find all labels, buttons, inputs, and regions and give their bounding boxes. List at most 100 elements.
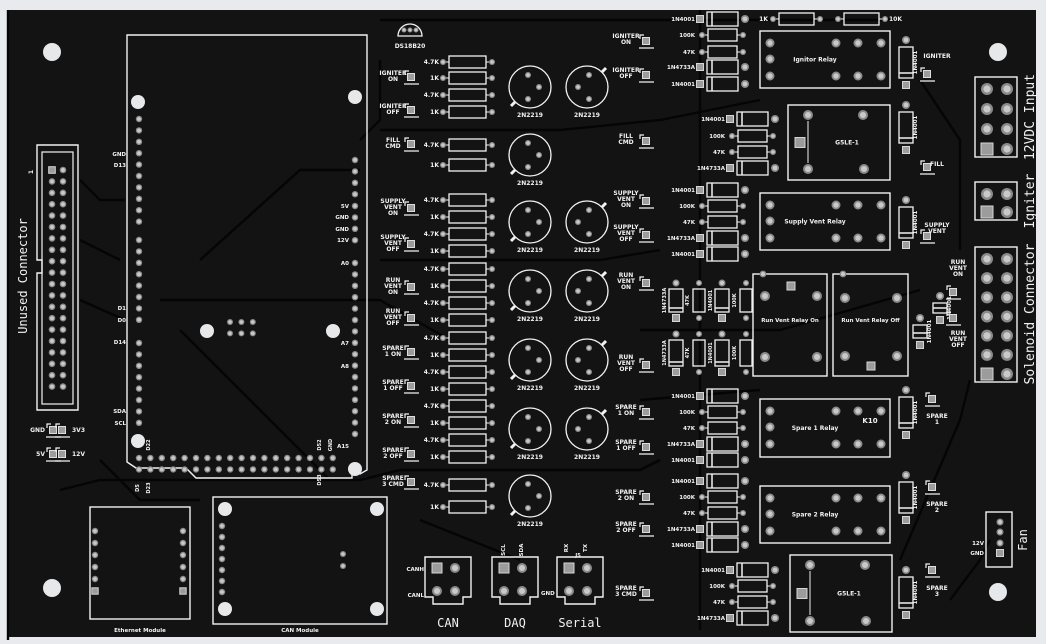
diode (696, 473, 749, 489)
square-pad (902, 241, 910, 249)
transistor-label: 2N2219 (517, 180, 543, 187)
square-pad (726, 614, 734, 622)
pad (814, 293, 820, 299)
pad (741, 495, 745, 499)
output-signal-label: SPARE (926, 413, 948, 420)
pad (537, 427, 541, 431)
base-resistor: 4.7K (424, 227, 495, 241)
pad (490, 483, 494, 487)
resistor-vertical (739, 280, 753, 321)
pad (526, 415, 530, 419)
trace (179, 329, 331, 481)
pad (50, 282, 54, 286)
diode-body (668, 288, 684, 313)
pad (251, 456, 255, 460)
square-pad (726, 115, 734, 123)
signal-label: ON (621, 39, 631, 46)
test-point-silk (55, 447, 70, 462)
pad (526, 482, 530, 486)
pad (526, 439, 530, 443)
flyback-diode: 1N4001 (898, 566, 919, 619)
test-point-silk (639, 405, 654, 420)
mounting-hole (989, 43, 1007, 61)
diode-body (714, 339, 730, 367)
pad (526, 73, 530, 77)
pad (182, 456, 187, 460)
pad (576, 289, 580, 293)
signal-label: 1 OFF (383, 385, 403, 392)
pad (490, 336, 494, 340)
pad (137, 295, 141, 299)
signal-label: VENT (617, 196, 636, 203)
pad (285, 456, 290, 460)
test-pad (407, 283, 415, 291)
test-point-silk (639, 68, 654, 83)
signal-label: ON (388, 210, 398, 217)
solenoid-connector (974, 246, 1018, 383)
pad (220, 568, 224, 572)
flyback-diode: 1N4001 (898, 196, 919, 249)
transistor-label: 2N2219 (574, 247, 600, 254)
pad (700, 410, 704, 414)
pad (860, 112, 866, 118)
flyback-diode: 1N4001 (898, 101, 919, 154)
pad (526, 232, 530, 236)
transistor-2n2219: 2N2219 (565, 65, 609, 119)
pad (742, 478, 748, 484)
pad (576, 85, 580, 89)
resistor-label: 1K (430, 214, 439, 221)
base-resistor: 1K (430, 105, 495, 119)
test-pad (642, 71, 650, 79)
pad (983, 85, 991, 93)
signal-label: IGNITER (612, 33, 640, 40)
pad (61, 236, 65, 241)
pad (587, 370, 591, 374)
pad (50, 259, 54, 264)
test-point (639, 34, 654, 49)
trace (99, 459, 200, 502)
transistor-outline (565, 65, 609, 109)
pad (490, 93, 494, 97)
diode-body (736, 111, 769, 127)
pad (137, 174, 141, 178)
test-point-silk (925, 480, 940, 495)
resistor-label: 4.7K (424, 403, 440, 410)
test-point-silk (946, 311, 961, 326)
part-label: 1N4001 (671, 458, 695, 464)
resistor (699, 405, 746, 419)
pad (983, 105, 991, 113)
part-label: 1N4733A (662, 340, 668, 366)
part-label: 100K (732, 345, 738, 360)
pad (490, 387, 494, 391)
pad (61, 225, 65, 229)
test-point (404, 447, 419, 462)
part-label: 1N4001 (671, 394, 695, 400)
pad (353, 318, 357, 322)
test-point-silk (404, 137, 419, 152)
pad (863, 618, 869, 624)
test-point-silk (920, 160, 935, 175)
pad (441, 370, 445, 374)
output-signal-label: RUN (951, 259, 966, 266)
pad (262, 456, 267, 460)
signal-label: RUN (619, 354, 634, 361)
test-point (920, 160, 935, 175)
relay: Ignitor Relay (759, 30, 891, 89)
pad (771, 134, 775, 138)
signal-label: SPARE (615, 489, 637, 496)
test-point (55, 423, 70, 438)
signal-label: IGNITER (379, 70, 407, 77)
test-point (404, 311, 419, 326)
module-mounting-hole (218, 502, 232, 516)
test-pad (642, 493, 650, 501)
square-pad (902, 146, 910, 154)
test-point-silk (55, 423, 70, 438)
pad (742, 393, 748, 399)
part-label: 1N4001 (708, 342, 714, 364)
relay: Run Vent Relay Off (832, 270, 909, 377)
signal-label: VENT (617, 278, 636, 285)
pad (353, 283, 357, 288)
